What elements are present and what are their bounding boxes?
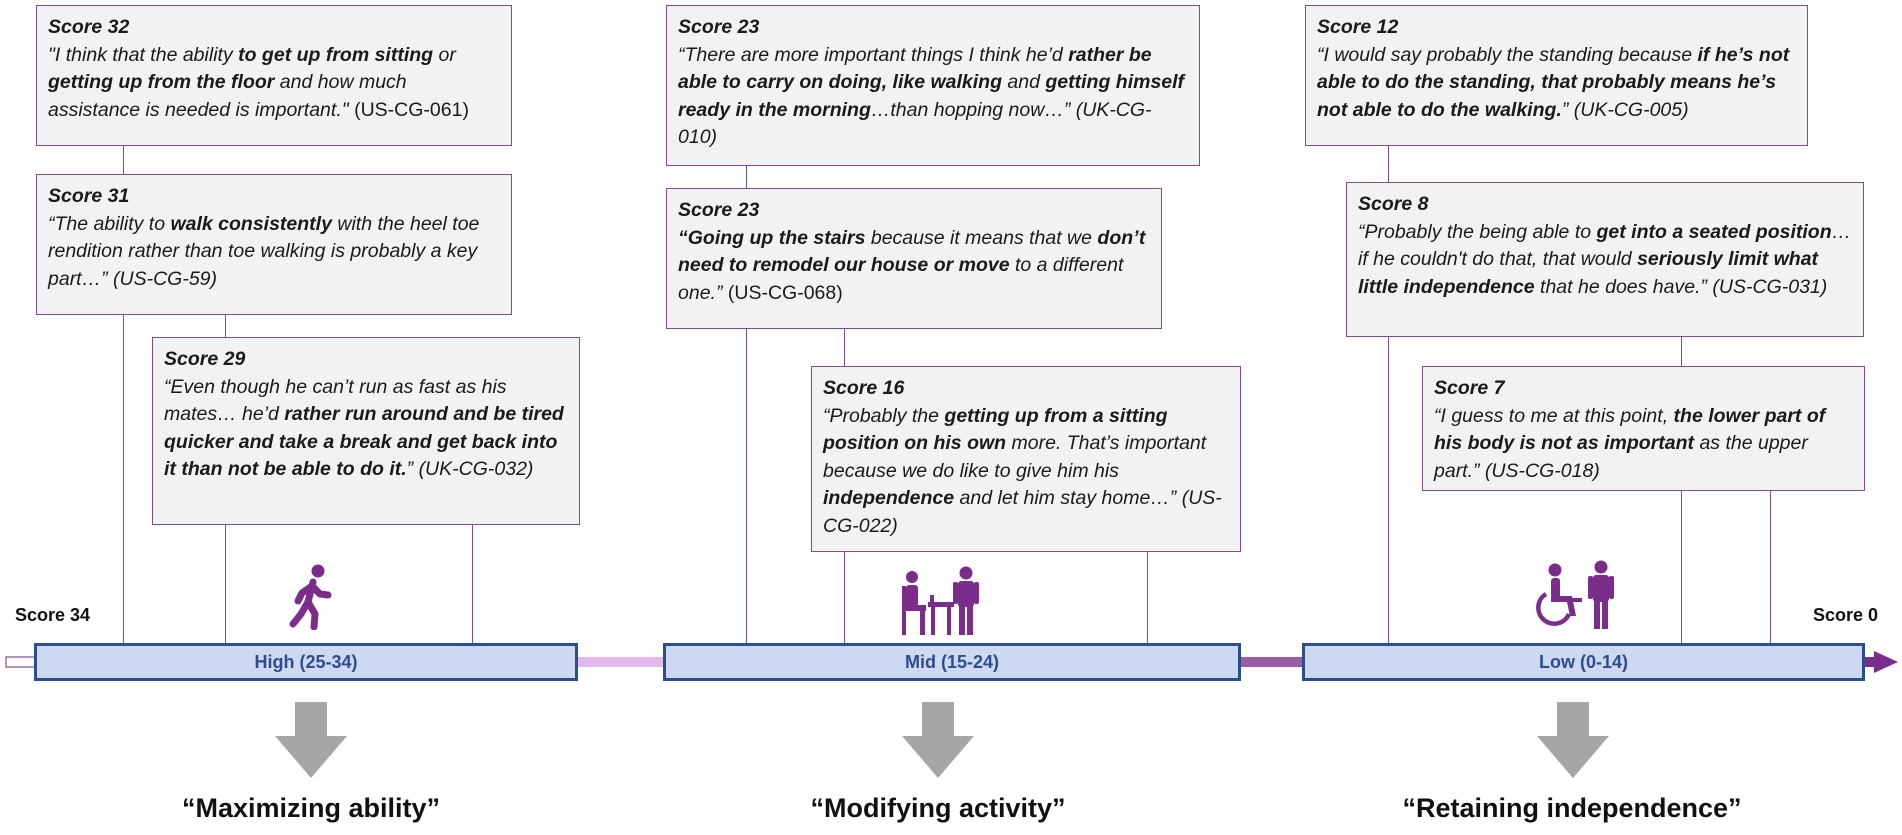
quote-emphasis: getting up from the floor — [48, 71, 275, 93]
quote-emphasis: getting himself ready in the morning — [678, 71, 1185, 121]
quote-fragment: “I guess to me at this point, — [1434, 404, 1674, 427]
quote-emphasis: if he’s not able to do the standing, tha… — [1317, 43, 1790, 121]
quote-text: “There are more important things I think… — [678, 42, 1188, 152]
quote-fragment: and how much assistance is needed is imp… — [48, 71, 407, 121]
quote-score: Score 16 — [823, 377, 905, 399]
segment-high: High (25-34) — [34, 643, 578, 681]
quote-emphasis: get into a seated position — [1596, 220, 1832, 243]
quote-emphasis: “Going up the stairs — [678, 226, 866, 249]
quote-box-score-23-b: Score 23 “Going up the stairs because it… — [666, 188, 1162, 329]
quote-fragment: “Probably the being able to — [1358, 220, 1597, 243]
quote-fragment: ” (UK-CG-005) — [1561, 98, 1689, 121]
walking-person-icon — [289, 564, 332, 630]
axis-arrowhead — [1874, 651, 1898, 673]
quote-emphasis: rather be able to carry on doing, like w… — [678, 43, 1152, 94]
axis-track-mid-low — [1240, 657, 1306, 667]
quote-fragment: and let him stay home…” (US-CG-022) — [823, 487, 1222, 537]
quote-score: Score 23 — [678, 16, 760, 38]
quote-box-score-31: Score 31 “The ability to walk consistent… — [36, 174, 512, 315]
quote-box-score-32: Score 32 "I think that the ability to ge… — [36, 5, 512, 146]
takeaway-retaining-independence: “Retaining independence” — [1402, 793, 1742, 823]
takeaway-maximizing-ability: “Maximizing ability” — [181, 793, 441, 823]
axis-start-label: Score 34 — [15, 605, 91, 625]
quote-fragment: “There are more important things I think… — [678, 43, 1069, 66]
quote-box-score-23-a: Score 23 “There are more important thing… — [666, 5, 1200, 166]
quote-fragment: “The ability to — [48, 212, 171, 235]
quote-text: “I would say probably the standing becau… — [1317, 42, 1796, 125]
wheelchair-user-icon — [1536, 560, 1614, 629]
quote-text: “I guess to me at this point, the lower … — [1434, 403, 1853, 486]
quote-text: “The ability to walk consistently with t… — [48, 211, 500, 294]
quote-box-score-16: Score 16 “Probably the getting up from a… — [811, 366, 1241, 552]
connector-line — [1681, 337, 1682, 367]
quote-fragment: …if he couldn't do that, that would — [1358, 220, 1852, 271]
quote-box-score-7: Score 7 “I guess to me at this point, th… — [1422, 366, 1865, 491]
segment-low: Low (0-14) — [1302, 643, 1865, 681]
quote-fragment: “Probably the — [823, 404, 945, 427]
down-arrow-icon — [1537, 702, 1609, 778]
quote-emphasis: getting up from a sitting position on hi… — [823, 404, 1168, 455]
axis-track-high-mid — [578, 657, 666, 667]
quote-fragment: that he does have.” (US-CG-031) — [1534, 275, 1828, 298]
quote-fragment: or — [433, 43, 456, 66]
quote-text: “Going up the stairs because it means th… — [678, 225, 1150, 308]
connector-line — [123, 146, 124, 643]
quote-fragment: more. That’s important because we do lik… — [823, 432, 1207, 482]
quote-fragment: with the heel toe rendition rather than … — [48, 212, 480, 290]
quote-score: Score 31 — [48, 185, 130, 207]
axis-end-label: Score 0 — [1813, 605, 1879, 625]
quote-fragment: (US-CG-068) — [722, 281, 843, 304]
quote-fragment: “I would say probably the standing becau… — [1317, 43, 1698, 66]
quote-fragment: (US-CG-061) — [348, 98, 469, 121]
quote-fragment: "I think that the ability — [48, 43, 239, 66]
quote-text: “Even though he can’t run as fast as his… — [164, 374, 568, 484]
quote-fragment: “Even though he can’t run as fast as his… — [164, 375, 507, 426]
quote-score: Score 12 — [1317, 16, 1399, 38]
quote-fragment: to a different one.” — [678, 254, 1124, 304]
connector-line — [746, 166, 747, 643]
quote-text: “Probably the being able to get into a s… — [1358, 219, 1852, 302]
axis-track-end — [1864, 657, 1876, 667]
quote-score: Score 32 — [48, 16, 130, 38]
connector-line — [1770, 491, 1771, 643]
connector-line — [1147, 552, 1148, 643]
axis-track-start — [5, 656, 37, 668]
quote-box-score-8: Score 8 “Probably the being able to get … — [1346, 182, 1864, 337]
quote-emphasis: don’t need to remodel our house or move — [678, 226, 1146, 277]
quote-emphasis: the lower part of his body is not as imp… — [1434, 404, 1826, 455]
quote-text: “Probably the getting up from a sitting … — [823, 403, 1229, 541]
quote-emphasis: to get up from sitting — [238, 43, 434, 66]
connector-line — [1388, 146, 1389, 643]
takeaway-modifying-activity: “Modifying activity” — [810, 793, 1066, 823]
quote-score: Score 23 — [678, 199, 760, 221]
quote-emphasis: rather run around and be tired quicker a… — [164, 403, 564, 480]
quote-score: Score 29 — [164, 348, 246, 370]
quote-score: Score 7 — [1434, 377, 1505, 399]
down-arrow-icon — [902, 702, 974, 778]
quote-fragment: …than hopping now…” (UK-CG-010) — [678, 98, 1152, 149]
quote-fragment: ” (UK-CG-032) — [406, 458, 534, 480]
quote-emphasis: walk consistently — [170, 212, 332, 235]
quote-emphasis: seriously limit what little independence — [1358, 248, 1819, 298]
connector-line — [472, 525, 473, 643]
quote-box-score-29: Score 29 “Even though he can’t run as fa… — [152, 337, 580, 525]
quote-fragment: and — [1002, 71, 1046, 93]
connector-line — [1681, 491, 1682, 643]
quote-emphasis: independence — [823, 487, 955, 509]
quote-box-score-12: Score 12 “I would say probably the stand… — [1305, 5, 1808, 146]
quote-score: Score 8 — [1358, 193, 1429, 215]
quote-fragment: as the upper part.” (US-CG-018) — [1434, 432, 1808, 482]
down-arrow-icon — [275, 702, 347, 778]
table-seating-icon — [902, 566, 979, 635]
segment-mid: Mid (15-24) — [663, 643, 1241, 681]
quote-text: "I think that the ability to get up from… — [48, 42, 500, 125]
quote-fragment: because it means that we — [865, 226, 1098, 249]
